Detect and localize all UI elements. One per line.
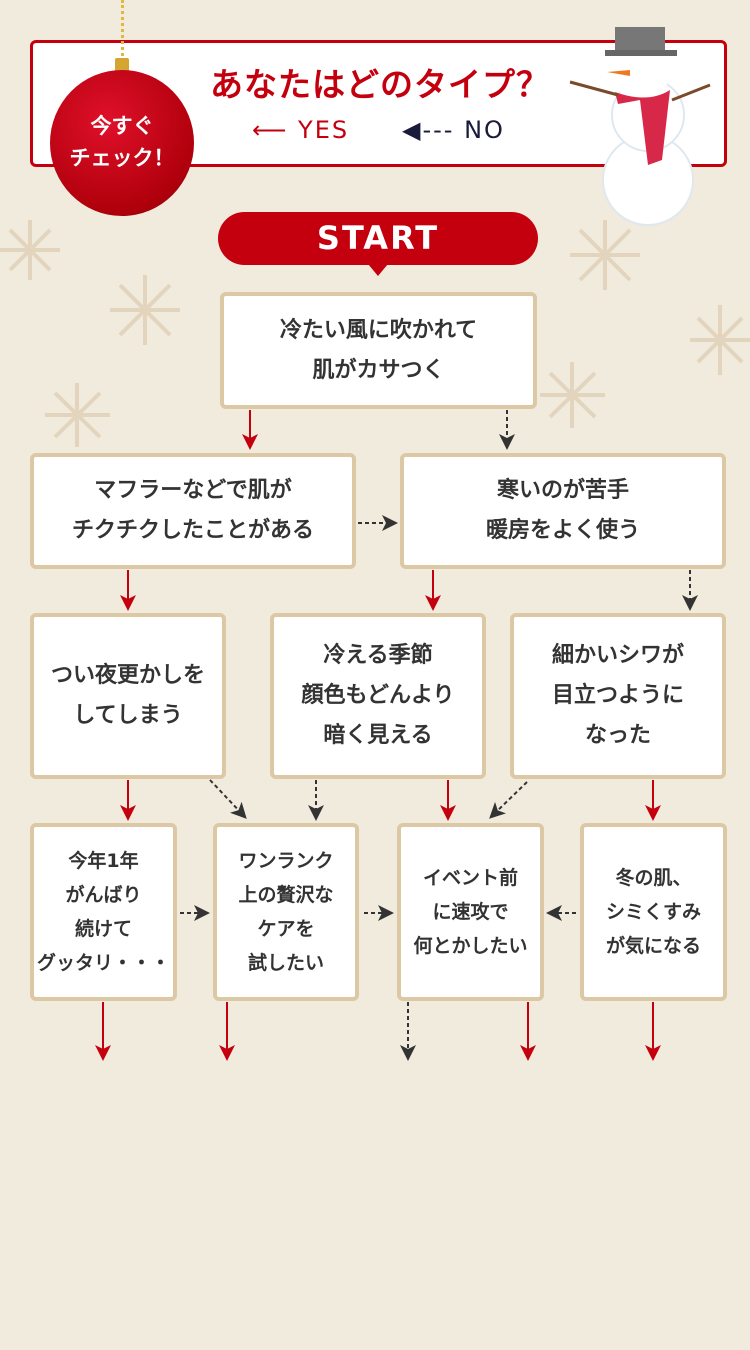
question-box[interactable]: 冷たい風に吹かれて 肌がカサつく bbox=[220, 292, 537, 409]
result-box[interactable]: 今年1年 がんばり 続けて グッタリ・・・ bbox=[30, 823, 177, 1001]
ornament-chain bbox=[121, 0, 124, 62]
result-box[interactable]: イベント前 に速攻で 何とかしたい bbox=[397, 823, 544, 1001]
no-label: NO bbox=[464, 116, 505, 144]
question-box[interactable]: マフラーなどで肌が チクチクしたことがある bbox=[30, 453, 356, 569]
no-arrow bbox=[209, 779, 247, 819]
start-label: START bbox=[218, 212, 538, 276]
no-arrow-icon: ◀--- bbox=[402, 116, 465, 144]
legend-no: ◀--- NO bbox=[402, 116, 505, 144]
badge-text: 今すぐ チェック！ bbox=[69, 113, 175, 170]
no-arrow bbox=[489, 781, 528, 819]
question-box[interactable]: 寒いのが苦手 暖房をよく使う bbox=[400, 453, 726, 569]
result-box[interactable]: ワンランク 上の贅沢な ケアを 試したい bbox=[213, 823, 359, 1001]
check-now-badge: 今すぐ チェック！ bbox=[50, 70, 194, 216]
question-box[interactable]: つい夜更かしを してしまう bbox=[30, 613, 226, 779]
question-box[interactable]: 細かいシワが 目立つように なった bbox=[510, 613, 726, 779]
yes-label: YES bbox=[298, 116, 350, 144]
snowflake-icon bbox=[0, 220, 750, 447]
legend-yes: ⟵ YES bbox=[252, 116, 349, 144]
yes-arrow-icon: ⟵ bbox=[252, 116, 299, 144]
question-box[interactable]: 冷える季節 顔色もどんより 暗く見える bbox=[270, 613, 486, 779]
page-title: あなたはどのタイプ？ bbox=[210, 65, 550, 104]
result-box[interactable]: 冬の肌、 シミくすみ が気になる bbox=[580, 823, 727, 1001]
